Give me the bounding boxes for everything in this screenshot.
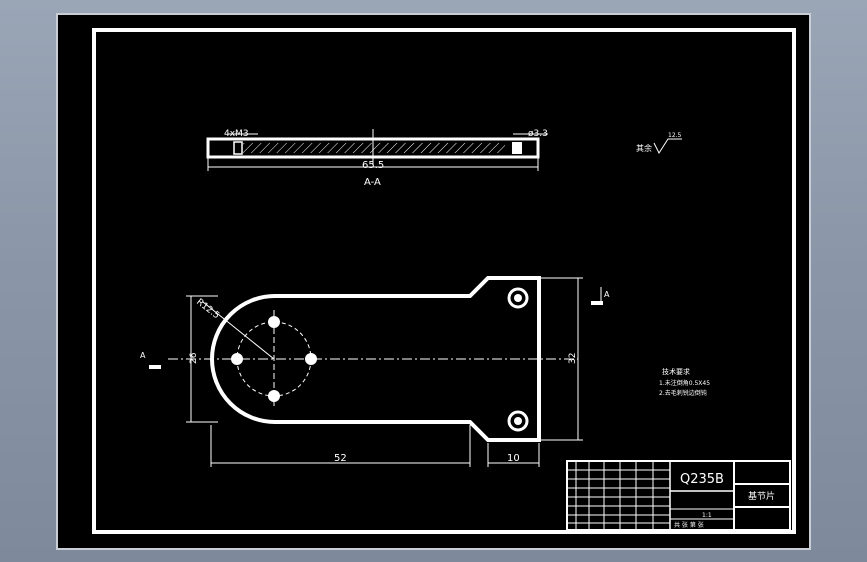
end-hole-top (507, 287, 529, 309)
dim-left-label: 26 (189, 352, 199, 364)
title-block: Q235B 基节片 1:1 共 张 第 张 (566, 460, 791, 531)
technical-notes: 技术要求 1.未注倒角0.5X45 2.去毛刺锐边倒钝 (659, 367, 710, 397)
through-hole-section (512, 142, 522, 154)
dim-end-label: 10 (507, 453, 520, 464)
section-view: 4xM3 ø3.3 65.5 A-A (206, 129, 548, 188)
section-mark-left-label: A (140, 351, 146, 360)
plan-view: R12.5 26 32 52 10 A A (140, 276, 610, 467)
roughness-check-icon (653, 138, 682, 155)
notes-title: 技术要求 (662, 367, 690, 376)
cad-viewport[interactable]: 4xM3 ø3.3 65.5 A-A 其余 12.5 R12.5 26 (56, 13, 811, 550)
notes-line-1: 1.未注倒角0.5X45 (659, 379, 710, 387)
roughness-prefix: 其余 (636, 143, 652, 153)
radius-label: R12.5 (194, 297, 221, 321)
dim-main-label: 52 (334, 453, 347, 464)
end-hole-bottom (507, 410, 529, 432)
section-mark-right-label: A (604, 290, 610, 299)
section-hatching (243, 143, 505, 153)
part-outline (210, 276, 541, 442)
thread-label: 4xM3 (224, 129, 249, 139)
drawing-border (92, 28, 796, 534)
dim-right-label: 32 (568, 353, 578, 364)
title-block-grid (567, 461, 670, 530)
material-label: Q235B (680, 472, 724, 487)
drawing-canvas: 4xM3 ø3.3 65.5 A-A 其余 12.5 R12.5 26 (92, 28, 796, 534)
roughness-symbol: 其余 12.5 (636, 132, 682, 155)
thread-hole-section (233, 141, 243, 155)
bolt-hole-right (305, 353, 317, 365)
section-mark-right (591, 301, 603, 305)
notes-line-2: 2.去毛刺锐边倒钝 (659, 389, 707, 397)
sheet-label: 共 张 第 张 (674, 521, 704, 529)
scale-label: 1:1 (702, 512, 712, 519)
roughness-value: 12.5 (668, 132, 682, 139)
hole-label: ø3.3 (528, 129, 548, 139)
radius-leader (202, 301, 275, 360)
part-name-label: 基节片 (748, 490, 775, 502)
section-caption: A-A (364, 177, 381, 188)
title-block-frame (566, 460, 791, 531)
section-mark-left (149, 365, 161, 369)
length-dimension: 65.5 (362, 160, 384, 171)
